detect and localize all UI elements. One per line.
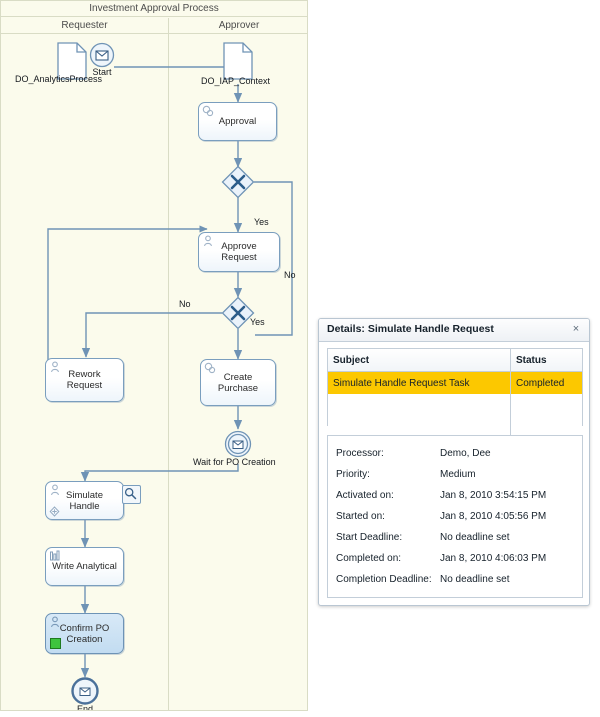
property-label-started-on: Started on:	[336, 511, 385, 522]
loop-marker-icon	[49, 506, 60, 517]
data-object-analytics-process-icon[interactable]	[57, 42, 87, 80]
task-confirm-po-creation-label: Confirm PO Creation	[59, 622, 110, 645]
start-event-label: Start	[92, 67, 112, 77]
script-task-icon	[49, 550, 61, 562]
flow-label-no-1: No	[284, 270, 296, 280]
magnifier-icon[interactable]	[122, 485, 141, 504]
column-header-status[interactable]: Status	[510, 349, 582, 372]
close-icon[interactable]: ×	[572, 323, 580, 335]
start-event-message[interactable]	[89, 42, 115, 73]
property-row-start-deadline: Start Deadline: No deadline set	[328, 527, 582, 548]
property-label-completed-on: Completed on:	[336, 553, 402, 564]
property-label-start-deadline: Start Deadline:	[336, 532, 403, 543]
table-header-row: Subject Status	[328, 349, 582, 372]
property-value-start-deadline: No deadline set	[440, 532, 510, 543]
flow-label-yes-1: Yes	[254, 217, 269, 227]
details-panel-title: Details: Simulate Handle Request	[327, 323, 494, 335]
task-approve-request[interactable]: Approve Request	[198, 232, 280, 272]
task-write-analytical[interactable]: Write Analytical	[45, 547, 124, 586]
property-row-priority: Priority: Medium	[328, 464, 582, 485]
property-label-activated-on: Activated on:	[336, 490, 394, 501]
details-panel[interactable]: Details: Simulate Handle Request × Subje…	[318, 318, 590, 606]
task-create-purchase-label: Create Purchase	[217, 371, 259, 394]
property-row-completion-deadline: Completion Deadline: No deadline set	[328, 569, 582, 590]
flow-label-yes-2: Yes	[250, 317, 265, 327]
end-event-label: End	[76, 704, 93, 711]
lane-header-approver: Approver	[168, 18, 307, 34]
user-task-icon	[49, 484, 61, 496]
property-value-completed-on: Jan 8, 2010 4:06:03 PM	[440, 553, 547, 564]
data-object-iap-context-icon[interactable]	[223, 42, 253, 80]
column-header-subject[interactable]: Subject	[328, 349, 511, 372]
property-row-started-on: Started on: Jan 8, 2010 4:05:56 PM	[328, 506, 582, 527]
task-rework-request[interactable]: Rework Request	[45, 358, 124, 402]
task-confirm-po-creation[interactable]: Confirm PO Creation	[45, 613, 124, 654]
property-value-started-on: Jan 8, 2010 4:05:56 PM	[440, 511, 547, 522]
user-task-icon	[202, 235, 214, 247]
user-task-icon	[49, 361, 61, 373]
property-value-activated-on: Jan 8, 2010 3:54:15 PM	[440, 490, 547, 501]
property-row-activated-on: Activated on: Jan 8, 2010 3:54:15 PM	[328, 485, 582, 506]
property-row-processor: Processor: Demo, Dee	[328, 443, 582, 464]
task-rework-request-label: Rework Request	[66, 369, 103, 391]
bpmn-diagram-canvas[interactable]: Investment Approval Process Requester Ap…	[0, 0, 308, 711]
table-empty-row	[328, 394, 582, 440]
cell-status: Completed	[510, 371, 582, 394]
pool-title: Investment Approval Process	[1, 1, 307, 17]
service-task-icon	[204, 362, 216, 374]
task-write-analytical-label: Write Analytical	[52, 561, 117, 572]
property-label-completion-deadline: Completion Deadline:	[336, 574, 432, 585]
property-row-completed-on: Completed on: Jan 8, 2010 4:06:03 PM	[328, 548, 582, 569]
task-simulate-handle[interactable]: Simulate Handle	[45, 481, 124, 520]
flow-label-no-2: No	[179, 299, 191, 309]
service-task-icon	[202, 105, 214, 117]
lane-header-requester: Requester	[1, 18, 168, 34]
task-simulate-handle-label: Simulate Handle	[66, 489, 103, 512]
task-approval-label: Approval	[218, 116, 257, 127]
end-event-message[interactable]	[71, 677, 99, 710]
task-approve-request-label: Approve Request	[221, 241, 257, 263]
intermediate-event-label: Wait for PO Creation	[193, 457, 276, 467]
intermediate-message-event-wait-for-po[interactable]	[224, 430, 252, 463]
details-table[interactable]: Subject Status Simulate Handle Request T…	[327, 348, 583, 440]
green-status-icon	[50, 638, 61, 649]
table-row[interactable]: Simulate Handle Request Task Completed	[328, 371, 582, 394]
cell-subject: Simulate Handle Request Task	[328, 371, 511, 394]
details-properties: Processor: Demo, Dee Priority: Medium Ac…	[327, 435, 583, 598]
lane-divider	[168, 34, 169, 710]
property-value-completion-deadline: No deadline set	[440, 574, 510, 585]
property-label-priority: Priority:	[336, 469, 370, 480]
details-panel-titlebar: Details: Simulate Handle Request ×	[319, 319, 589, 342]
property-value-processor: Demo, Dee	[440, 448, 491, 459]
task-approval[interactable]: Approval	[198, 102, 277, 141]
exclusive-gateway-2[interactable]	[221, 296, 255, 330]
property-value-priority: Medium	[440, 469, 476, 480]
property-label-processor: Processor:	[336, 448, 384, 459]
exclusive-gateway-1[interactable]	[221, 165, 255, 199]
task-create-purchase[interactable]: Create Purchase	[200, 359, 276, 406]
data-object-iap-context-label: DO_IAP_Context	[201, 76, 271, 86]
data-object-analytics-process-label: DO_AnalyticsProcess	[15, 74, 103, 84]
user-task-icon	[49, 616, 61, 628]
